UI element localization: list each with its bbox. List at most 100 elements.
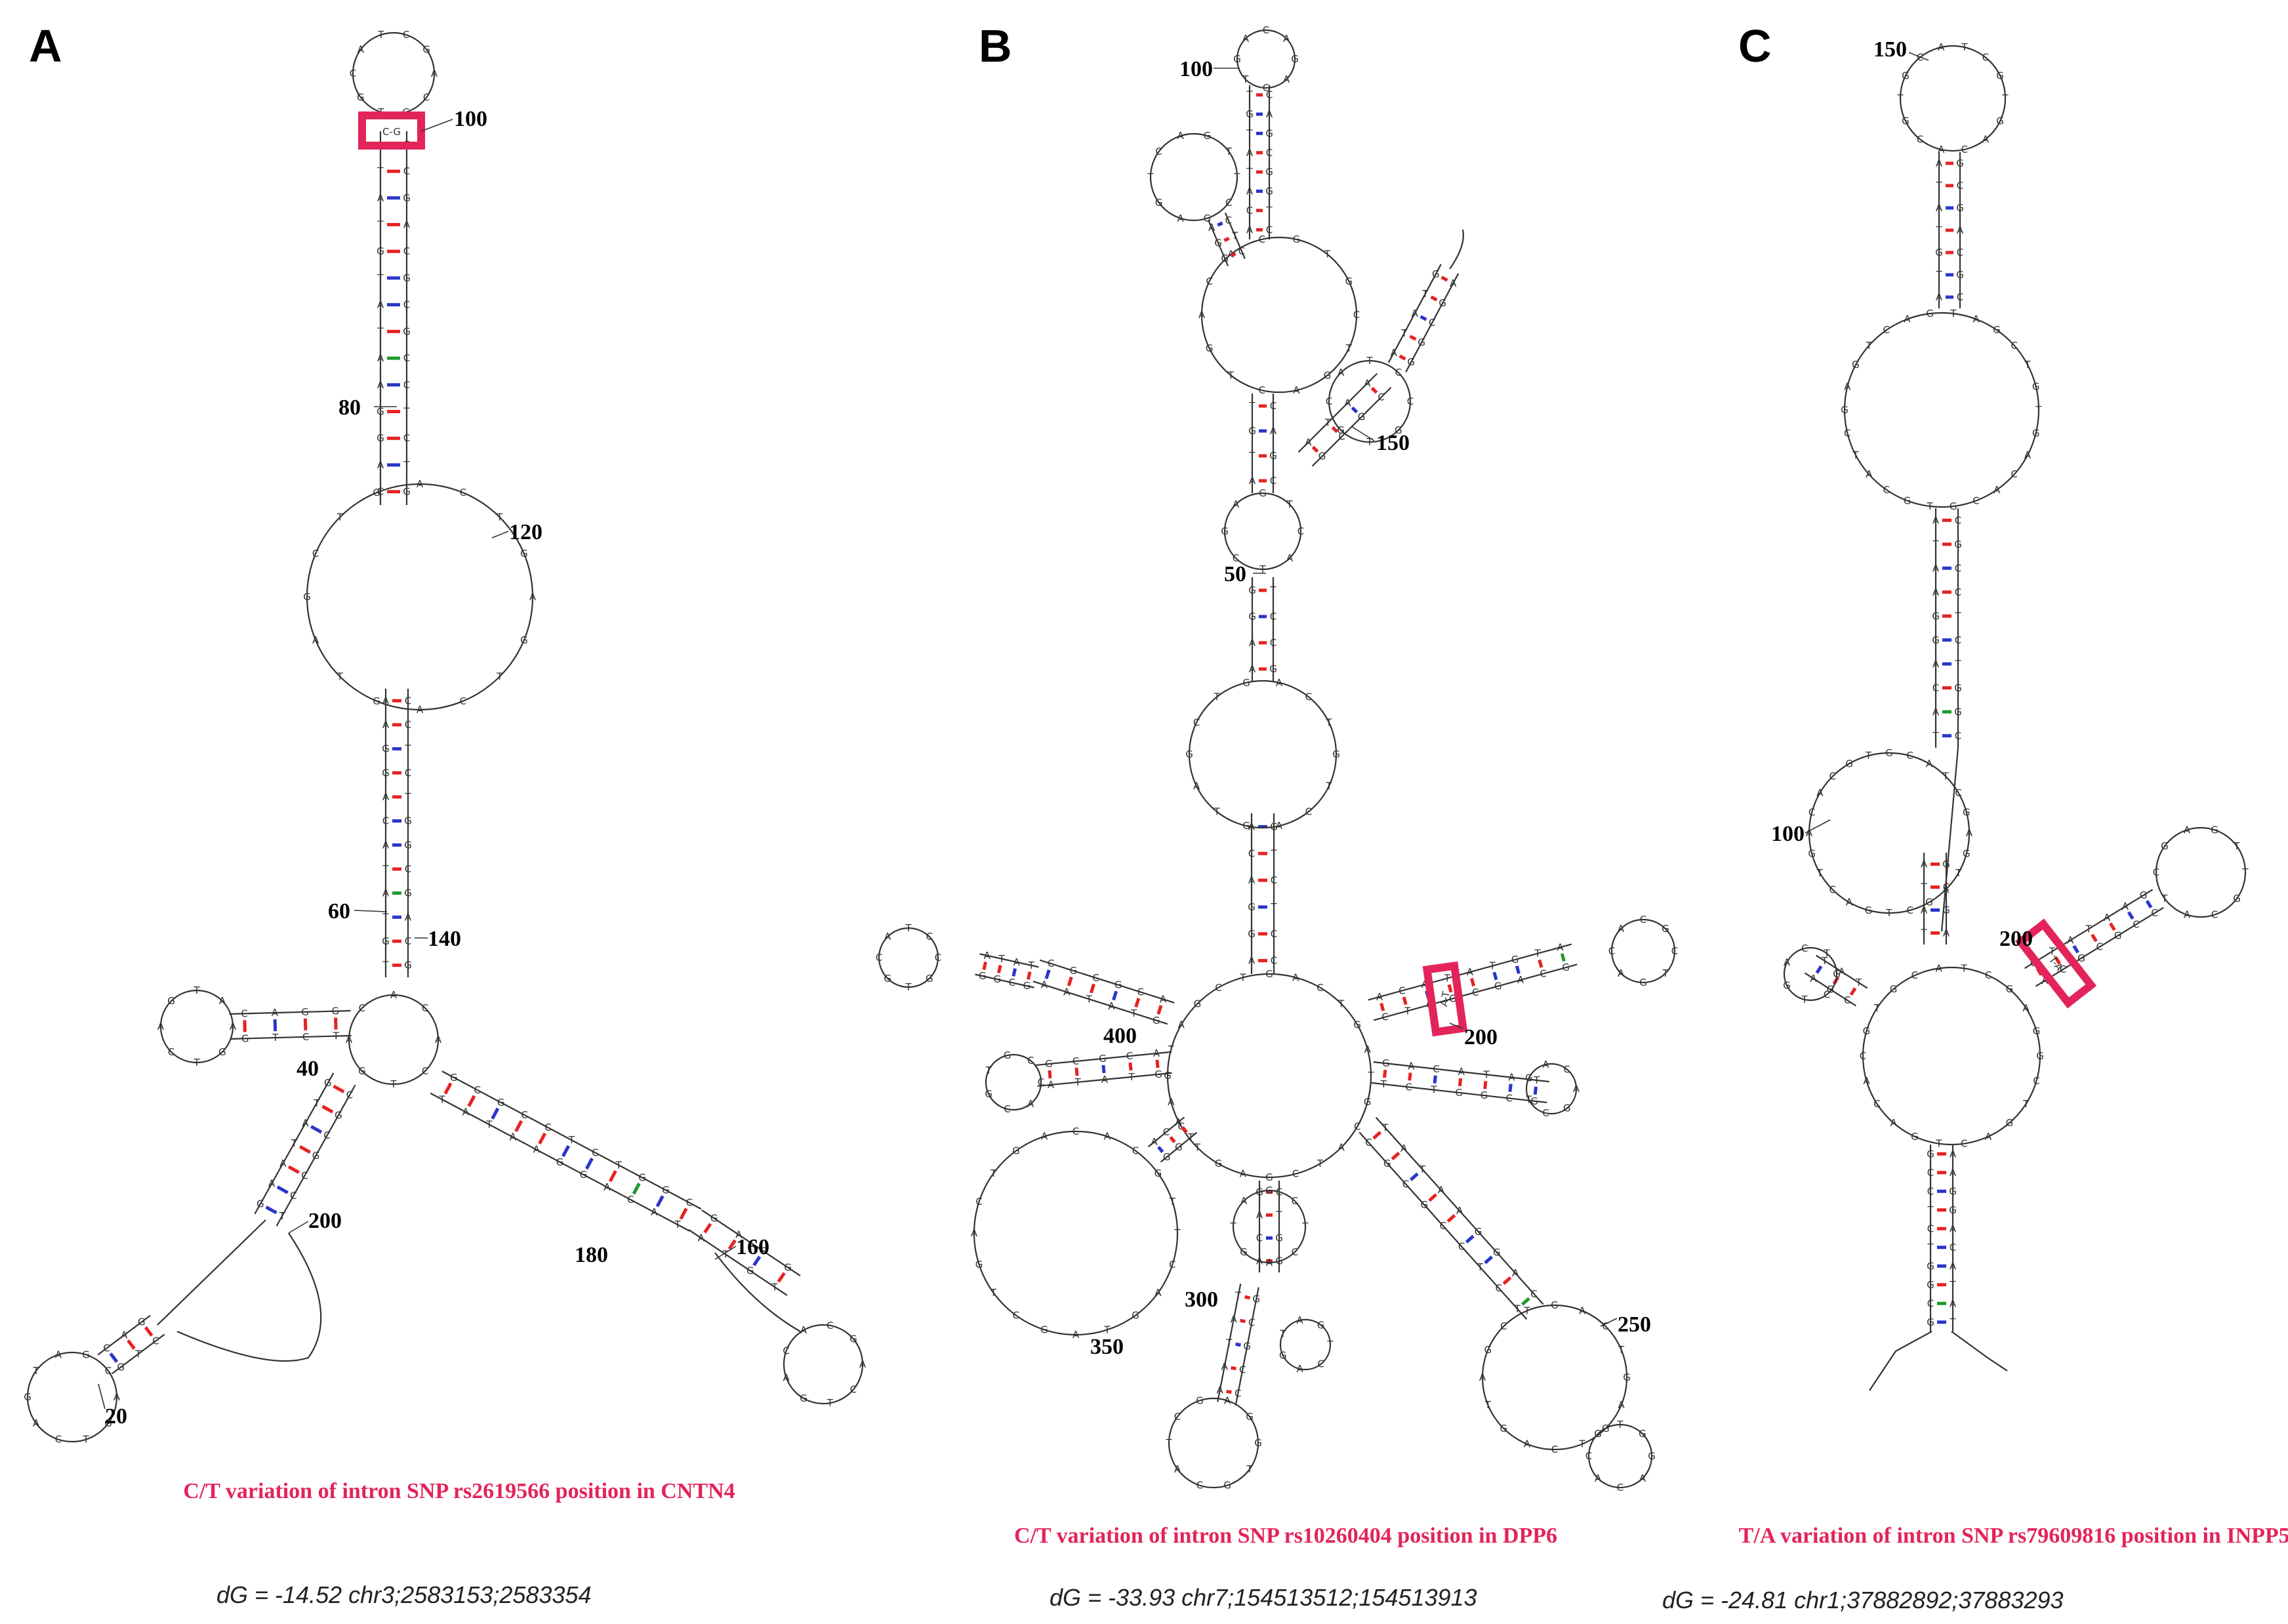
nucleotide: G [1783,979,1791,991]
nucleotide: A [1810,973,1817,985]
nucleotide: C [405,767,411,779]
nucleotide: G [403,486,411,498]
snp-highlight-box-a [358,112,425,150]
nucleotide: C [1957,247,1963,258]
nucleotide: G [377,432,384,444]
nucleotide: T [1128,1071,1135,1083]
nucleotide: C [403,299,410,311]
nucleotide: G [1248,928,1256,940]
nucleotide: G [1175,1141,1183,1153]
nucleotide: T [1246,1463,1253,1475]
nucleotide: A [382,695,390,706]
nucleotide: G [382,767,390,779]
nucleotide: T [1270,847,1277,859]
nucleotide: G [979,970,987,982]
nucleotide: G [1248,584,1256,596]
nucleotide: T [1920,927,1927,939]
nucleotide: A [1542,1059,1549,1070]
nucleotide: C [1326,396,1332,407]
nucleotide: T [1246,89,1253,101]
nucleotide: G [1863,1025,1871,1037]
nucleotide: T [496,671,503,683]
nucleotide: C [301,1169,308,1181]
nucleotide: C [1458,1241,1465,1253]
nucleotide: T [377,219,384,231]
position-label: 250 [1618,1312,1651,1337]
nucleotide: A [1844,381,1851,393]
nucleotide: G [167,995,175,1007]
nucleotide: G [1827,983,1835,995]
nucleotide: C [1801,943,1808,954]
nucleotide: A [1936,962,1943,974]
nucleotide: G [975,1259,983,1270]
nucleotide: T [568,1134,575,1146]
nucleotide: T [1214,691,1221,702]
nucleotide: C [1500,1320,1507,1332]
nucleotide: C [1506,1092,1513,1104]
nucleotide: A [462,1106,470,1118]
nucleotide: C [975,1196,982,1208]
nucleotide: G [1153,1015,1160,1026]
nucleotide: T [998,953,1006,965]
snp-bases-b: A-T [1438,990,1452,1007]
nucleotide: G [1214,237,1222,249]
nucleotide: G [1204,213,1212,224]
nucleotide: G [422,44,430,56]
nucleotide: G [1382,1057,1390,1069]
nucleotide: G [1956,157,1964,169]
nucleotide: G [520,548,528,559]
nucleotide: G [1045,1058,1053,1070]
nucleotide: C [2011,468,2018,480]
nucleotide: C [1137,986,1144,998]
nucleotide: G [1481,1089,1488,1101]
nucleotide: T [985,1065,992,1076]
nucleotide: T [1821,955,1828,967]
nucleotide: C [152,1335,159,1347]
nucleotide: T [377,325,384,337]
snp-highlight-box-c [2014,918,2097,1009]
nucleotide: G [1040,1324,1048,1335]
nucleotide: A [1456,1205,1463,1217]
nucleotide: T [990,1287,997,1299]
nucleotide: A [1296,1363,1303,1375]
nucleotide: A [1286,552,1294,564]
nucleotide: G [1204,130,1212,142]
nucleotide: A [1517,974,1524,986]
nucleotide: C [1378,392,1384,403]
nucleotide: A [1242,33,1250,45]
nucleotide: G [1254,1437,1262,1449]
nucleotide: A [1479,1371,1486,1383]
nucleotide: A [1293,384,1300,396]
nucleotide: T [1301,1221,1309,1232]
nucleotide: A [1248,955,1256,967]
nucleotide: C [1530,1288,1537,1300]
nucleotide: C [1259,384,1265,396]
nucleotide: G [1248,611,1256,622]
nucleotide: T [1927,500,1934,512]
nucleotide: G [2006,983,2014,995]
nucleotide: C [1235,1388,1241,1400]
nucleotide: C [103,1343,110,1354]
nucleotide: C [1271,955,1277,967]
nucleotide: C [1927,1185,1934,1197]
nucleotide: A [2024,449,2032,461]
nucleotide: G [1954,682,1962,694]
nucleotide: A [1816,787,1824,799]
loop [1279,1318,1332,1371]
nucleotide: C [1354,1121,1360,1133]
caption-b: C/T variation of intron SNP rs10260404 p… [1014,1524,1557,1548]
loop [1843,312,2040,508]
nucleotide: G [303,591,311,603]
nucleotide: G [884,973,891,985]
nucleotide: A [1450,277,1457,289]
nucleotide: G [1865,904,1873,916]
nucleotide: C [1092,972,1099,984]
nucleotide: G [556,1156,564,1168]
nucleotide: C [1829,883,1835,895]
nucleotide: A [417,478,424,490]
nucleotide: A [33,1417,40,1429]
nucleotide: G [1639,1428,1646,1440]
nucleotide: A [1985,1131,1992,1143]
nucleotide: G [1902,70,1910,81]
nucleotide: T [1187,1131,1195,1143]
